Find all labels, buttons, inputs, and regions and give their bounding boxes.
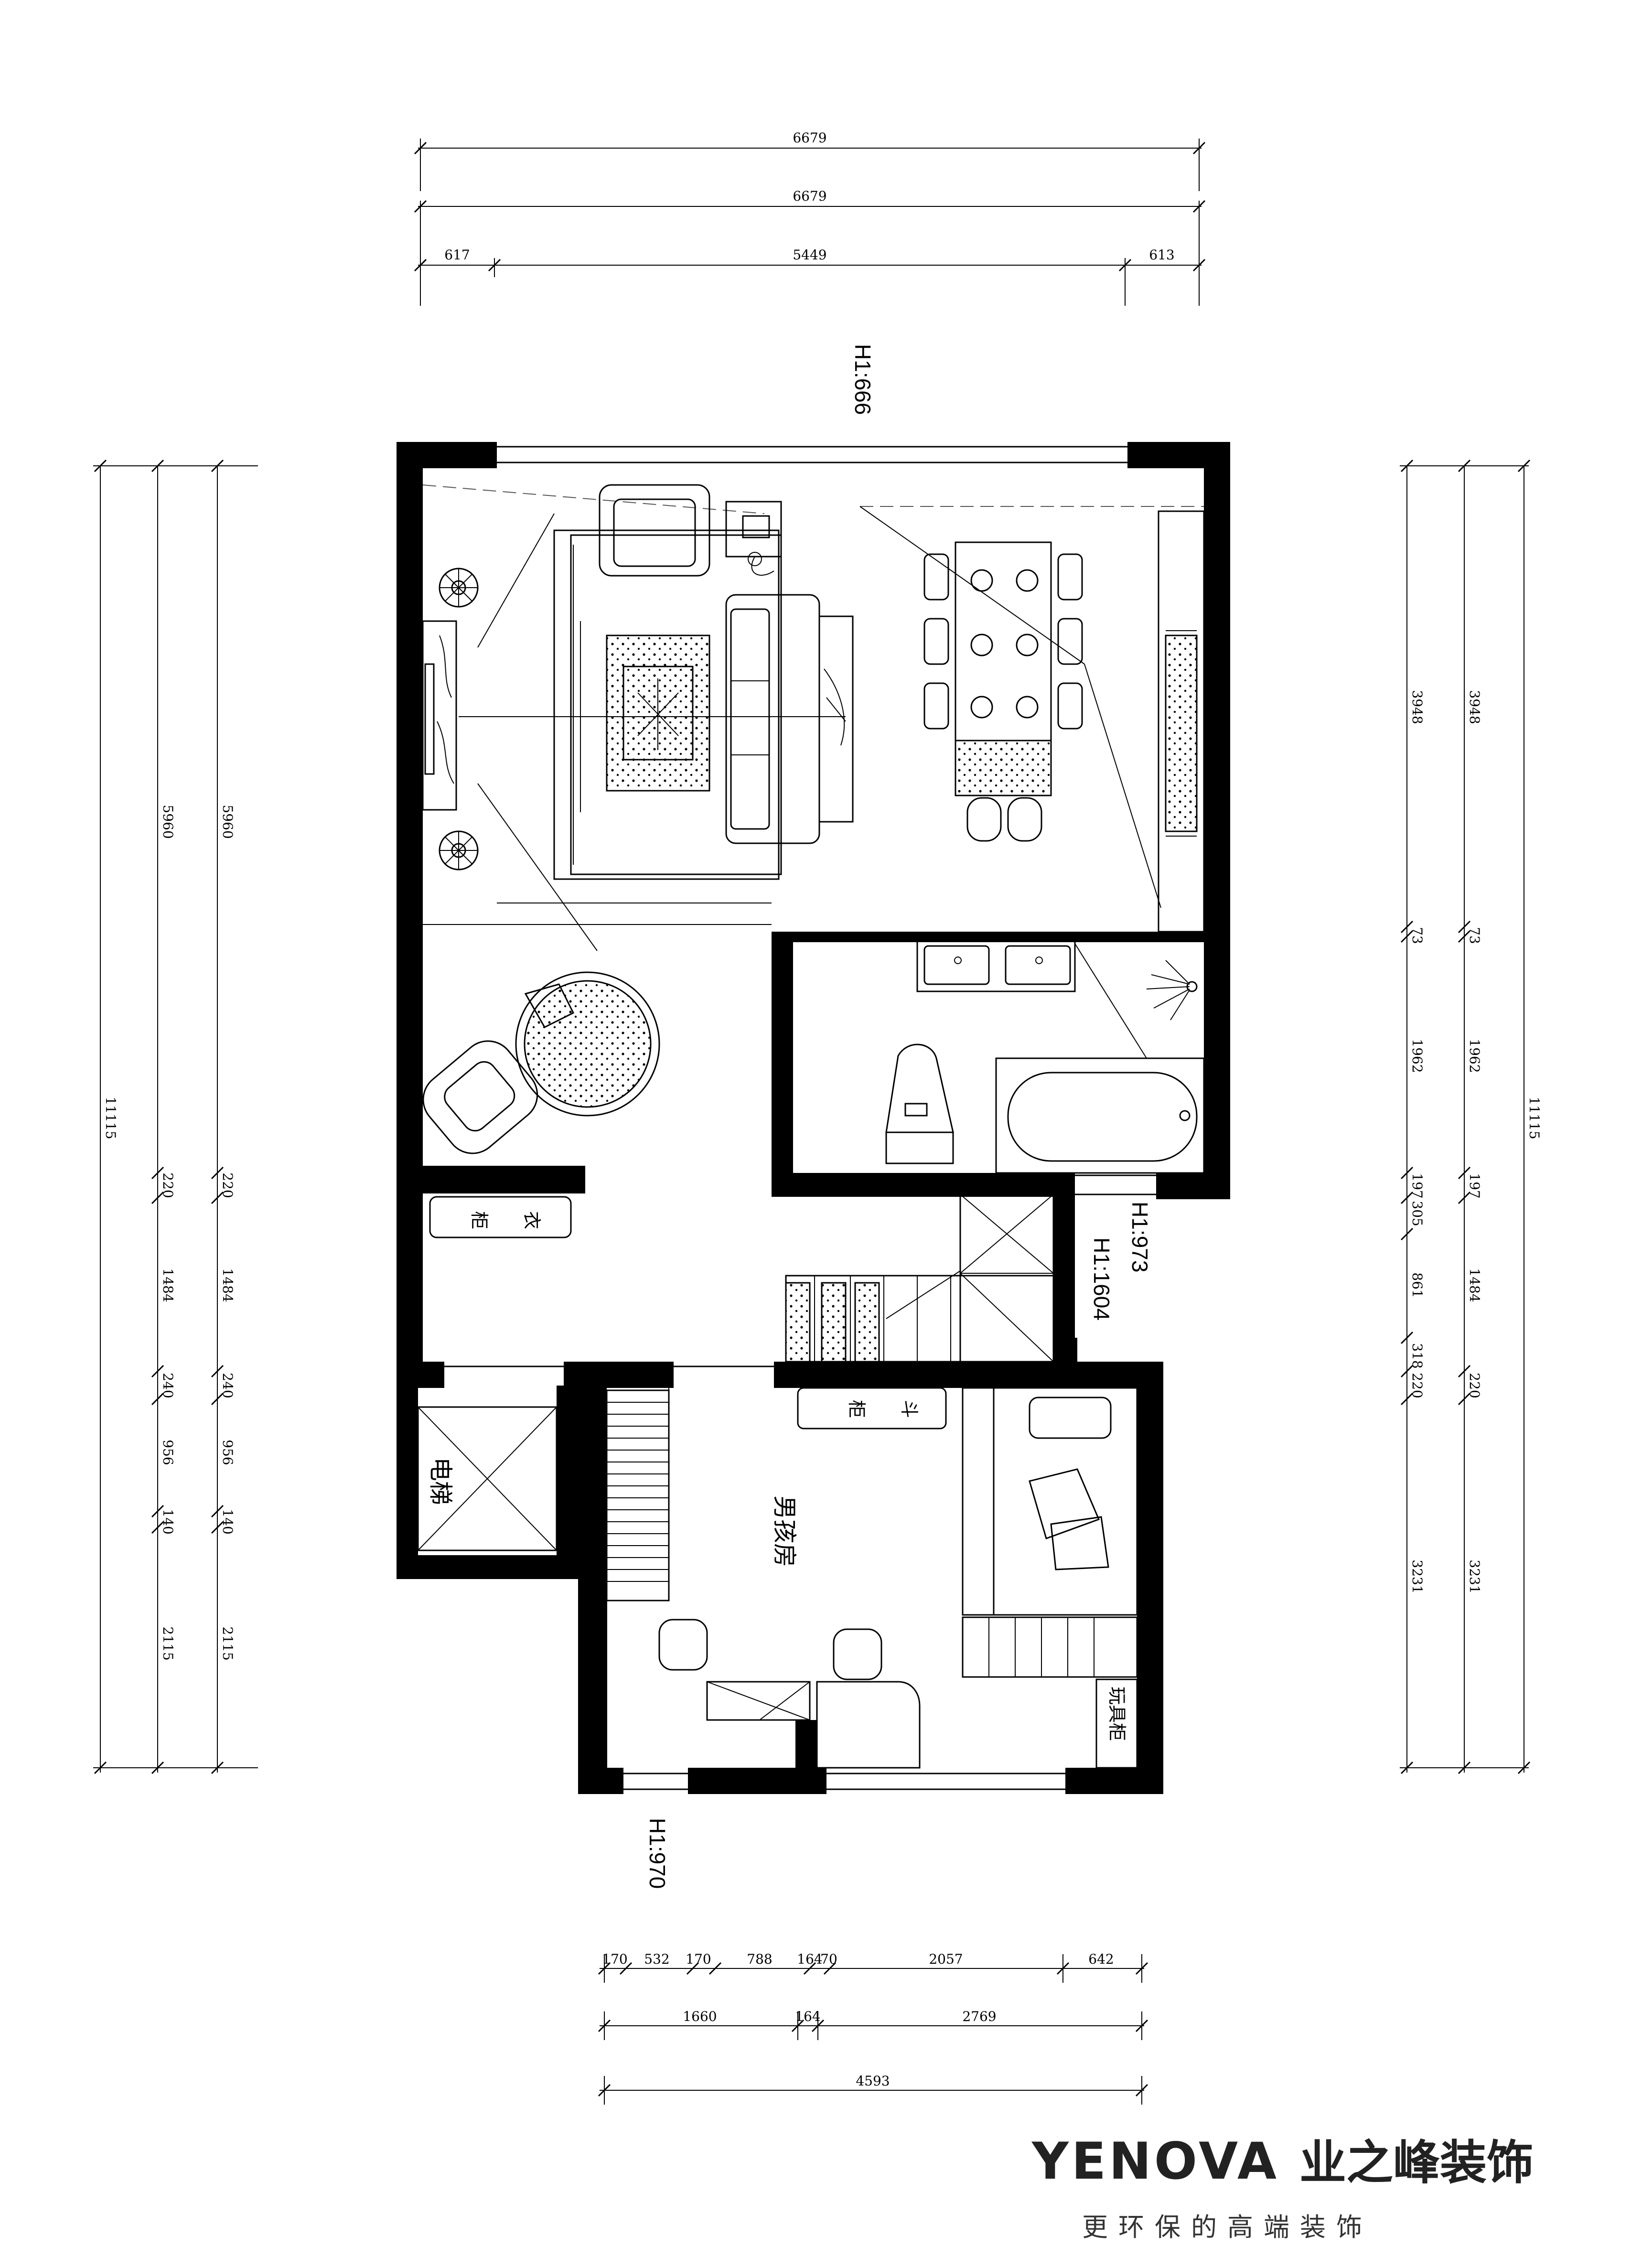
chest-label-2: 柜	[846, 1400, 867, 1418]
dim-top-seg-1: 617	[444, 247, 470, 263]
tv-cabinet	[422, 620, 457, 811]
elevator-label: 电梯	[427, 1457, 454, 1505]
toy-cabinet-label: 玩具柜	[1106, 1687, 1127, 1741]
dining-table	[955, 541, 1052, 796]
plant-icon	[439, 568, 479, 608]
dim-top-overall-1: 6679	[793, 130, 826, 146]
dim-left-seg-2: 1484	[160, 1268, 176, 1302]
bottom-dimensions: 170 532 170 788 164 70 2057 642 1660 164…	[598, 1951, 1148, 2105]
bed	[962, 1387, 1138, 1616]
wardrobe-slats	[607, 1402, 669, 1582]
boy-room-label: 男孩房	[771, 1495, 798, 1567]
dim-top-overall-2: 6679	[793, 188, 826, 204]
dim-bottom-r1-seg-7: 2057	[929, 1951, 963, 1967]
brand-slogan: 更环保的高端装饰	[1082, 2212, 1373, 2242]
closet-label-1: 衣	[521, 1211, 542, 1229]
right-dimensions: 3948 73 1962 197 305 861 318 220 3231 39…	[1400, 459, 1542, 1774]
dim-left-inner-seg-3: 240	[220, 1373, 236, 1398]
lounge-area	[422, 971, 660, 1154]
windows	[444, 446, 1156, 1790]
dim-left-seg-3: 240	[160, 1373, 176, 1398]
dim-right-seg-2: 73	[1409, 927, 1425, 944]
phone-icon	[725, 501, 782, 576]
dim-bottom-r1-seg-3: 170	[686, 1951, 711, 1967]
dim-bottom-overall: 4593	[856, 2073, 890, 2089]
dim-bottom-r1-seg-8: 642	[1088, 1951, 1114, 1967]
dim-right-inner-seg-3: 1962	[1467, 1039, 1482, 1073]
dim-left-inner-seg-6: 2115	[220, 1626, 236, 1660]
sofa	[725, 594, 854, 844]
dim-bottom-r2-seg-1: 1660	[683, 2009, 717, 2024]
dim-left-inner-seg-2: 1484	[220, 1268, 236, 1302]
dim-right-inner-seg-2: 73	[1467, 927, 1482, 944]
brand-logo-en: YENOVA	[1031, 2132, 1279, 2191]
dim-left-inner-main: 5960	[220, 805, 236, 838]
dim-right-seg-9: 3231	[1409, 1559, 1425, 1593]
area-rug	[553, 529, 782, 880]
shower-icon	[1146, 960, 1198, 1021]
dim-right-seg-6: 861	[1409, 1272, 1425, 1298]
bathtub	[995, 1057, 1205, 1174]
dim-bottom-r1-seg-2: 532	[644, 1951, 669, 1967]
dim-right-seg-4: 197	[1409, 1173, 1425, 1198]
walls	[397, 442, 1230, 1794]
brand-logo: YENOVA 业之峰装饰 更环保的高端装饰	[1031, 2132, 1534, 2242]
dim-right-inner-seg-5: 1484	[1467, 1268, 1482, 1302]
desk	[706, 1681, 921, 1769]
dim-left-inner-seg-4: 956	[220, 1440, 236, 1465]
dim-right-inner-seg-7: 3231	[1467, 1559, 1482, 1593]
dim-left-seg-6: 2115	[160, 1626, 176, 1660]
dim-left-seg-5: 140	[160, 1509, 176, 1534]
dim-left-main: 5960	[160, 805, 176, 838]
wall-cabinet	[859, 506, 1205, 933]
elevator: 电梯	[417, 1406, 558, 1551]
bathroom	[885, 940, 1205, 1174]
armchair	[422, 1040, 538, 1154]
height-label-bottom: H1:970	[645, 1818, 670, 1889]
dim-top-seg-3: 613	[1149, 247, 1174, 263]
dim-left-seg-4: 956	[160, 1440, 176, 1465]
height-label-right-upper: H1:973	[1127, 1202, 1152, 1272]
brand-logo-cn: 业之峰装饰	[1299, 2136, 1534, 2190]
dim-right-seg-3: 1962	[1409, 1039, 1425, 1073]
staircase	[785, 1193, 1054, 1363]
boy-room: 斗 柜 男孩房 玩具柜	[606, 1387, 1138, 1769]
closet-label-2: 柜	[469, 1211, 490, 1229]
dim-right-seg-7: 318	[1409, 1343, 1425, 1368]
desk-chair	[658, 1619, 882, 1680]
dim-right-seg-5: 305	[1409, 1201, 1425, 1226]
closet: 衣 柜	[429, 1196, 572, 1238]
dim-top-seg-2: 5449	[793, 247, 826, 263]
dim-bottom-r1-seg-4: 788	[747, 1951, 772, 1967]
dim-left-inner-seg-1: 220	[220, 1172, 236, 1198]
top-dimensions: 6679 6679 617 5449 613	[414, 130, 1206, 306]
dim-bottom-r2-seg-3: 2769	[962, 2009, 996, 2024]
dim-bottom-r1-seg-1: 170	[602, 1951, 627, 1967]
armchair	[599, 484, 710, 577]
height-label-top: H1:666	[850, 344, 875, 415]
dim-right-overall: 11115	[1526, 1096, 1542, 1139]
toilet-icon	[885, 1043, 954, 1164]
dim-right-inner-seg-4: 197	[1467, 1173, 1482, 1198]
dim-left-overall: 11115	[103, 1096, 118, 1139]
dining-chairs	[923, 553, 1083, 842]
dim-left-seg-1: 220	[160, 1172, 176, 1198]
dim-bottom-r2-seg-2: 164	[795, 2009, 820, 2024]
plant-icon	[439, 830, 479, 871]
toy-drawers	[962, 1616, 1138, 1678]
dim-right-inner-seg-6: 220	[1467, 1373, 1482, 1398]
dim-bottom-r1-seg-6: 70	[820, 1951, 837, 1967]
dim-left-inner-seg-5: 140	[220, 1509, 236, 1534]
dim-bottom-r1-seg-5: 164	[797, 1951, 822, 1967]
left-dimensions: 11115 5960 220 1484 240 956 140 2115 596…	[93, 459, 258, 1774]
dim-right-seg-8: 220	[1409, 1373, 1425, 1398]
height-label-right-lower: H1:1604	[1089, 1237, 1114, 1321]
dim-right-inner-seg-1: 3948	[1467, 690, 1482, 724]
chest-label-1: 斗	[899, 1400, 920, 1418]
living-room	[422, 484, 1205, 951]
dim-right-seg-1: 3948	[1409, 690, 1425, 724]
